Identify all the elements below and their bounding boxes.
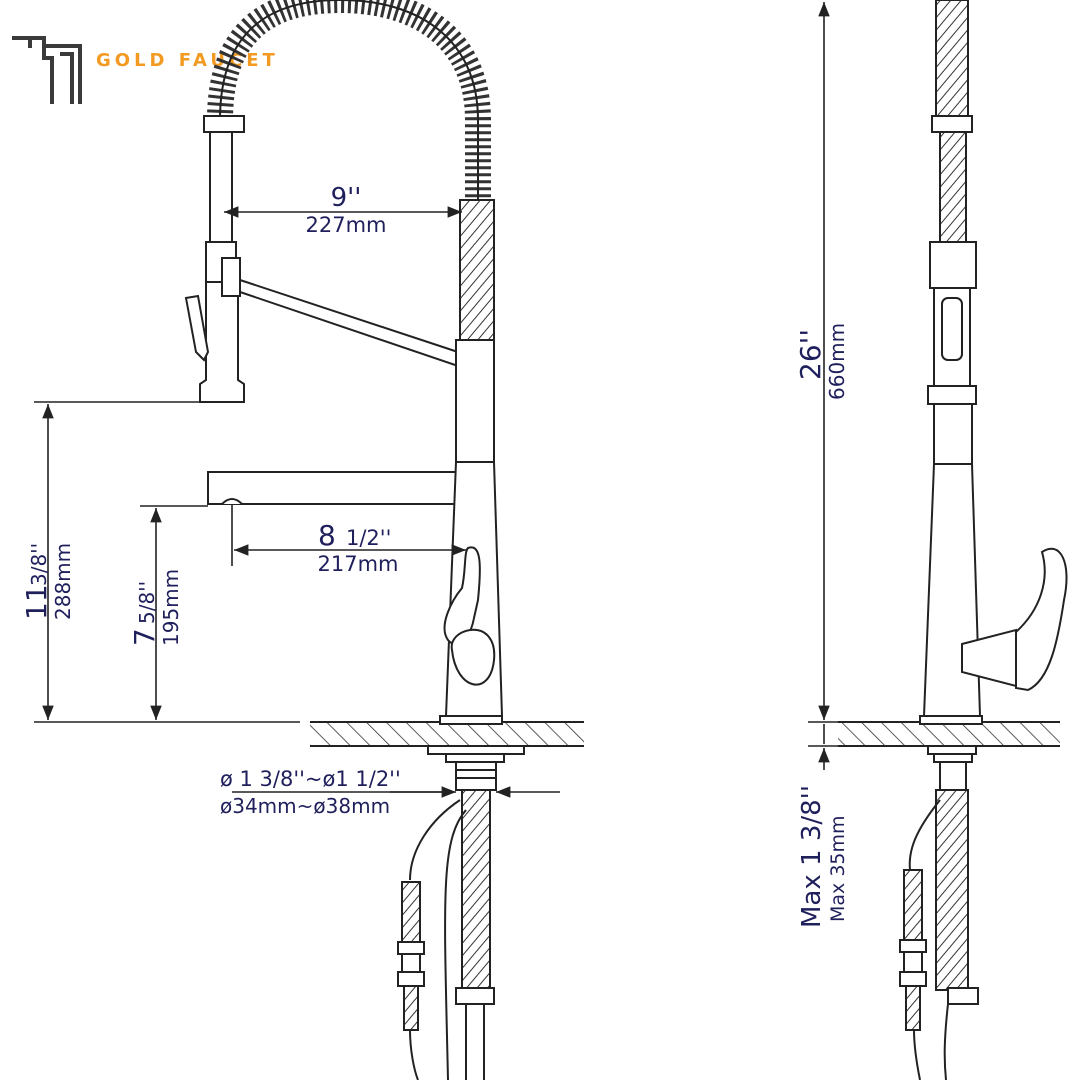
total-height-inches-label: 26'' <box>794 329 827 380</box>
brand-name: GOLD FAUCET <box>96 50 279 71</box>
reach-inches-label: 9'' <box>331 183 362 213</box>
faucet-logo-icon <box>12 36 82 104</box>
spout-height-mm-label: 195mm <box>159 569 183 646</box>
hole-diameter-mm-label: ø34mm~ø38mm <box>220 794 390 818</box>
dimension-lines <box>34 1 838 798</box>
side-faucet-drawing <box>899 0 1068 1080</box>
spout-height-inches-main: 7 <box>128 628 161 646</box>
side-countertop <box>838 721 1060 747</box>
logo: GOLD FAUCET <box>12 36 279 104</box>
spout-height-inches-frac: 5/8'' <box>135 581 159 624</box>
total-height-mm-label: 660mm <box>825 323 849 400</box>
deck-thickness-mm-label: Max 35mm <box>827 815 849 922</box>
reach-mm-label: 227mm <box>306 213 387 237</box>
spout-reach-inches-frac: 1/2'' <box>346 526 391 550</box>
front-countertop <box>310 721 584 747</box>
spout-reach-inches-main: 8 <box>318 519 336 552</box>
deck-thickness-inches-label: Max 1 3/8'' <box>797 785 827 928</box>
dimension-labels: 9'' 227mm 8 1/2'' 217mm 11 3/8'' 288mm 7… <box>20 183 849 928</box>
spout-reach-mm-label: 217mm <box>318 552 399 576</box>
hole-diameter-inches-label: ø 1 3/8''~ø1 1/2'' <box>220 767 401 791</box>
spray-height-inches-frac: 3/8'' <box>27 543 51 586</box>
spray-height-inches-main: 11 <box>20 584 53 620</box>
spray-height-mm-label: 288mm <box>51 543 75 620</box>
